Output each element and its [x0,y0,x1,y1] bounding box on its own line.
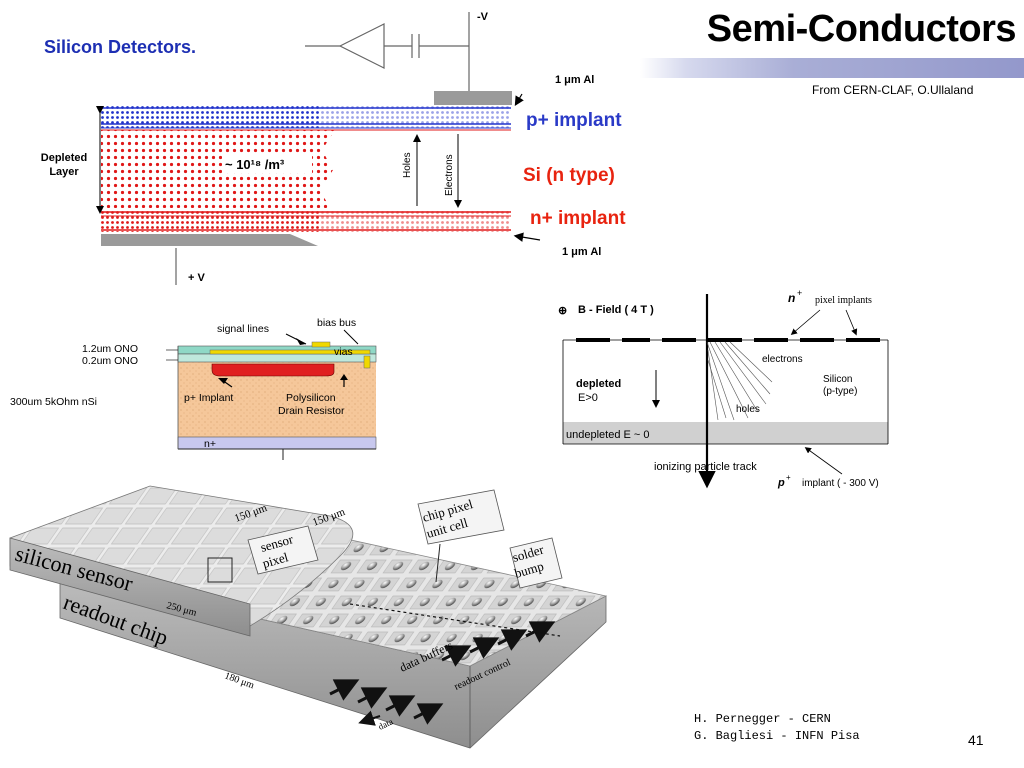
pixel-assembly-diagram: sensor pixel chip pixel unit cell solder… [9,485,608,749]
holes-label: holes [736,404,760,415]
p-plus-symbol: p [777,477,785,489]
sensor-pixel-label-2: pixel [261,549,290,571]
al-bottom-label: 1 μm Al [562,246,601,258]
bfield-diagram: ⊕ B - Field ( 4 T ) n + pixel implants e… [558,288,889,489]
bulk-label: 300um 5kOhm nSi [10,396,97,408]
charge-drift-lines [706,341,773,421]
bias-bus-label: bias bus [317,317,356,329]
si-n-type-label: Si (n type) [523,165,615,186]
ono-layer-2-label: 0.2um ONO [82,355,138,367]
e-field-label: E>0 [578,392,598,404]
undepleted-region [563,422,888,444]
signal-lines-label: signal lines [217,323,269,335]
n-plus-symbol: n [788,291,795,305]
depleted-label: depleted [576,378,621,390]
vias-label: vias [334,346,353,358]
p-implant-label: p+ implant [526,110,622,131]
slide-title: Semi-Conductors [706,8,1017,50]
p-type-label: (p-type) [823,386,857,397]
svg-text:+: + [786,473,791,482]
n-implant-label: n+ implant [530,208,626,229]
data-flow-arrows [329,621,556,725]
plus-circle-icon: ⊕ [558,305,567,317]
page-number: 41 [968,732,984,748]
silicon-sensor-side [9,537,251,637]
b-field-label: B - Field ( 4 T ) [578,304,654,316]
p-implant-structure-label: p+ Implant [184,392,233,404]
p-implant-voltage-label: implant ( - 300 V) [802,478,879,489]
svg-text:+: + [797,288,802,298]
ionizing-track-label: ionizing particle track [654,461,757,473]
signal-line-metal [209,349,371,355]
chip-pixel-callout: chip pixel unit cell [417,489,505,583]
silicon-label: Silicon [823,374,852,385]
detector-cross-section: -V 1 μm Al 1 μm Al + V Depleted Layer ~ … [41,11,601,285]
electrons-label: Electrons [444,154,455,196]
footer-author-1: H. Pernegger - CERN [694,712,831,726]
depleted-region [101,130,335,208]
bias-bus-metal [311,341,331,348]
p-implant-strip [211,363,335,377]
depleted-layer-label-2: Layer [49,166,79,178]
al-top-label: 1 μm Al [555,74,594,86]
silicon-sensor-top [9,485,354,627]
amplifier-circuit [305,12,470,92]
ono-layer-1-label: 1.2um ONO [82,343,138,355]
undepleted-label: undepleted E ~ 0 [566,429,650,441]
source-credit: From CERN-CLAF, O.Ullaland [812,83,974,97]
al-contact-bottom [101,234,318,246]
title-decoration-bar [640,58,1024,78]
polysilicon-label-1: Polysilicon [286,392,336,404]
sensor-pixel-callout: sensor pixel [207,525,319,583]
pixel-structure-diagram: signal lines bias bus 1.2um ONO 0.2um ON… [10,317,377,460]
slide-subtitle: Silicon Detectors. [44,37,197,57]
footer-author-2: G. Bagliesi - INFN Pisa [694,729,860,743]
pixel-implants-label: pixel implants [815,295,872,306]
carrier-density-label: ~ 10¹⁸ /m³ [225,157,285,172]
holes-label: Holes [402,152,413,178]
n-plus-label: n+ [204,438,216,450]
bias-top-label: -V [477,11,489,23]
al-contact-top [434,91,512,105]
polysilicon-label-2: Drain Resistor [278,405,345,417]
bias-bottom-label: + V [188,272,205,284]
electrons-label: electrons [762,354,803,365]
depleted-layer-label-1: Depleted [41,152,87,164]
solder-bump-callout: solder bump [509,537,563,589]
